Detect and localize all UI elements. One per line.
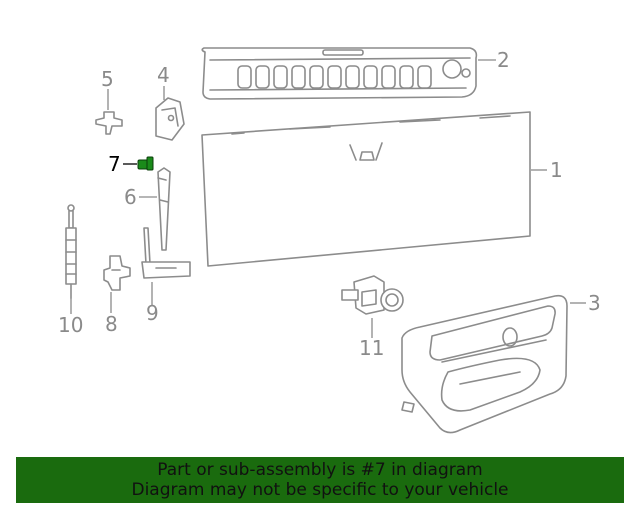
callout-10: 10 — [58, 313, 83, 337]
part-1-tailgate-panel[interactable] — [201, 111, 531, 267]
banner-line-1: Part or sub-assembly is #7 in diagram — [157, 460, 483, 480]
callout-8: 8 — [105, 312, 118, 336]
banner-line-2: Diagram may not be specific to your vehi… — [131, 480, 509, 500]
part-6-support-rod[interactable] — [157, 167, 171, 251]
parts-diagram: 1 2 3 4 5 6 7 8 9 10 11 — [58, 47, 601, 434]
callout-9: 9 — [146, 301, 159, 325]
callout-7: 7 — [108, 152, 121, 176]
callout-3: 3 — [588, 291, 601, 315]
part-4-hinge-bracket[interactable] — [155, 97, 185, 141]
leader-lines — [70, 59, 586, 338]
part-7-clip-highlighted[interactable] — [137, 156, 154, 171]
part-11-lock-cylinder[interactable] — [341, 275, 404, 315]
callout-1: 1 — [550, 158, 563, 182]
callout-2: 2 — [497, 48, 510, 72]
part-8-latch[interactable] — [103, 255, 131, 291]
part-2-tailgate-cap[interactable] — [201, 47, 478, 100]
callout-11: 11 — [359, 336, 384, 360]
part-5-clip[interactable] — [95, 111, 123, 135]
callout-5: 5 — [101, 67, 114, 91]
callout-6: 6 — [124, 185, 137, 209]
info-banner: Part or sub-assembly is #7 in diagram Di… — [16, 457, 624, 503]
part-3-handle-bezel[interactable] — [401, 294, 568, 434]
callout-labels: 1 2 3 4 5 6 7 8 9 10 11 — [58, 48, 601, 360]
callout-4: 4 — [157, 63, 170, 87]
part-9-rod-bracket[interactable] — [141, 227, 191, 279]
part-10-rod[interactable] — [65, 204, 77, 299]
